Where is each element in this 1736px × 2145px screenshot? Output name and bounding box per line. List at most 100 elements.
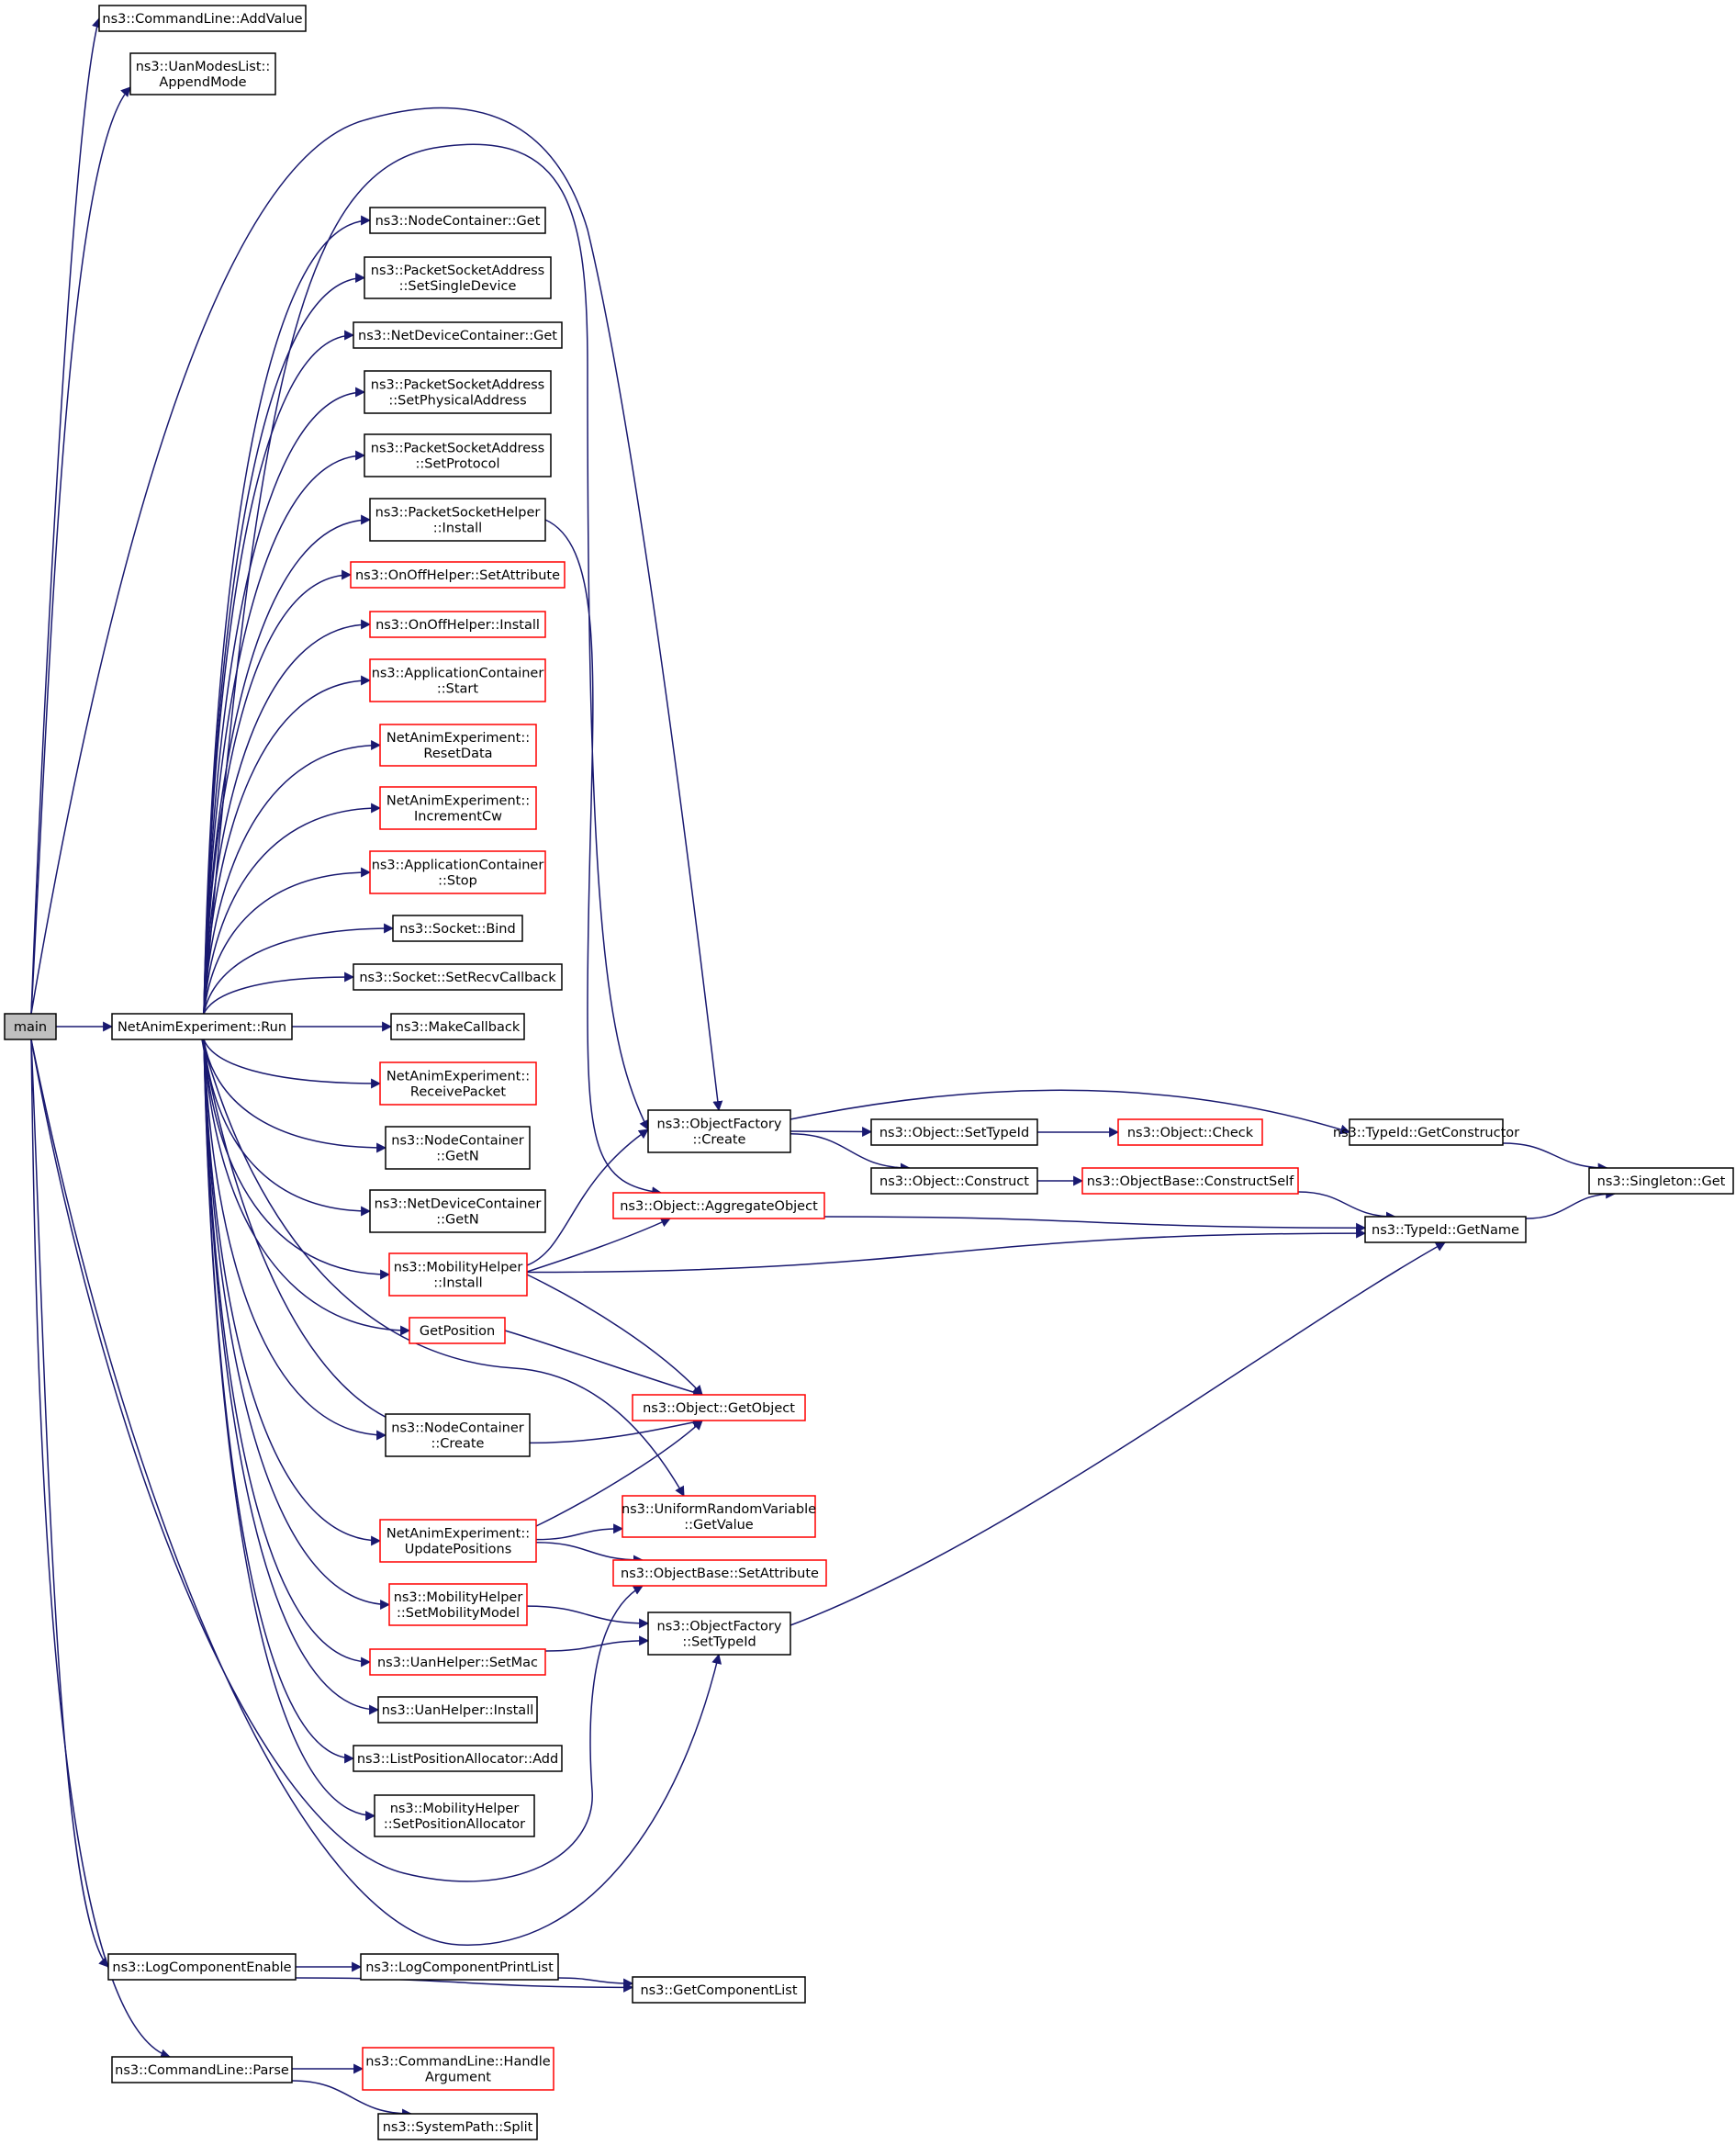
node-nc_get[interactable]: ns3::NodeContainer::Get: [369, 207, 546, 234]
node-socket_setrecvcallback[interactable]: ns3::Socket::SetRecvCallback: [353, 963, 563, 991]
node-nc_create[interactable]: ns3::NodeContainer::Create: [385, 1413, 531, 1457]
node-label-line: ns3::ApplicationContainer: [372, 667, 544, 681]
edge-nae_run-to-onoff_install: [203, 619, 372, 1015]
node-nae_incrementcw[interactable]: NetAnimExperiment::IncrementCw: [379, 786, 537, 830]
edge-arrow: [203, 803, 382, 1015]
node-label-line: ns3::CommandLine::Handle: [365, 2055, 550, 2070]
node-obj_aggregateobject[interactable]: ns3::Object::AggregateObject: [612, 1192, 825, 1219]
node-typeid_getname[interactable]: ns3::TypeId::GetName: [1364, 1216, 1527, 1243]
node-nae_updatepositions[interactable]: NetAnimExperiment::UpdatePositions: [379, 1519, 537, 1563]
node-main: main: [4, 1013, 57, 1040]
node-label-line: ::SetTypeId: [682, 1635, 756, 1650]
node-makecallback[interactable]: ns3::MakeCallback: [390, 1013, 525, 1040]
node-box: [353, 321, 563, 349]
node-label-line: ns3::MobilityHelper: [394, 1590, 523, 1605]
node-obj_getobject[interactable]: ns3::Object::GetObject: [632, 1394, 806, 1421]
node-psa_setsingledevice[interactable]: ns3::PacketSocketAddress::SetSingleDevic…: [364, 256, 552, 299]
edge-arrow: [203, 569, 353, 1015]
node-singleton_get[interactable]: ns3::Singleton::Get: [1588, 1167, 1734, 1195]
edge-main-to-of_settypeid: [30, 1039, 722, 1946]
edge-arrow: [526, 1218, 671, 1273]
node-psa_setphysicaladdress[interactable]: ns3::PacketSocketAddress::SetPhysicalAdd…: [364, 370, 552, 414]
node-obj_construct[interactable]: ns3::Object::Construct: [870, 1167, 1038, 1195]
edge-arrow: [203, 1039, 382, 1089]
edge-nae_run-to-appc_start: [203, 675, 372, 1015]
edge-of_create-to-typeid_getconstructor: [790, 1089, 1351, 1135]
edge-arrow: [203, 387, 366, 1015]
node-nae_run[interactable]: NetAnimExperiment::Run: [111, 1013, 293, 1040]
node-label-line: ns3::Socket::SetRecvCallback: [359, 971, 556, 985]
node-getposition[interactable]: GetPosition: [409, 1317, 506, 1344]
node-logcomponentprintlist[interactable]: ns3::LogComponentPrintList: [360, 1953, 559, 1981]
node-box: [369, 498, 546, 542]
node-nae_resetdata[interactable]: NetAnimExperiment::ResetData: [379, 724, 537, 767]
edge-arrow: [535, 1523, 624, 1541]
node-box: [379, 786, 537, 830]
node-obj_settypeid[interactable]: ns3::Object::SetTypeId: [870, 1118, 1038, 1146]
edge-nae_run-to-appc_stop: [203, 867, 372, 1015]
node-onoff_setattribute[interactable]: ns3::OnOffHelper::SetAttribute: [350, 561, 566, 589]
edge-nae_run-to-socket_bind: [203, 923, 395, 1015]
edge-mh_setmobilitymodel-to-of_settypeid: [526, 1605, 650, 1629]
node-of_create[interactable]: ns3::ObjectFactory::Create: [647, 1109, 791, 1153]
node-ob_constructself[interactable]: ns3::ObjectBase::ConstructSelf: [1081, 1167, 1299, 1195]
node-label-line: ::SetMobilityModel: [397, 1606, 520, 1621]
node-nae_receivepacket[interactable]: NetAnimExperiment::ReceivePacket: [379, 1061, 537, 1106]
node-label-line: NetAnimExperiment::: [386, 731, 530, 746]
edge-arrow: [535, 1420, 703, 1527]
node-of_settypeid[interactable]: ns3::ObjectFactory::SetTypeId: [647, 1612, 791, 1656]
node-ndc_get[interactable]: ns3::NetDeviceContainer::Get: [353, 321, 563, 349]
node-label-line: ns3::UanHelper::Install: [382, 1703, 534, 1718]
edge-arrow: [203, 971, 355, 1015]
node-logcomponentenable[interactable]: ns3::LogComponentEnable: [107, 1953, 297, 1981]
node-label-line: ns3::SystemPath::Split: [383, 2120, 533, 2135]
node-socket_bind[interactable]: ns3::Socket::Bind: [392, 915, 523, 942]
node-box: [647, 1109, 791, 1153]
edge-arrow: [203, 1039, 411, 1336]
node-mh_setmobilitymodel[interactable]: ns3::MobilityHelper::SetMobilityModel: [388, 1583, 528, 1626]
edge-arrow: [526, 1129, 649, 1266]
node-typeid_getconstructor[interactable]: ns3::TypeId::GetConstructor: [1333, 1118, 1519, 1146]
node-box: [369, 207, 546, 234]
node-psa_setprotocol[interactable]: ns3::PacketSocketAddress::SetProtocol: [364, 433, 552, 477]
edge-uan_setmac-to-of_settypeid: [544, 1635, 650, 1652]
node-box: [369, 1189, 546, 1233]
node-label-line: ns3::Socket::Bind: [399, 922, 515, 937]
node-mh_setpositionallocator[interactable]: ns3::MobilityHelper::SetPositionAllocato…: [374, 1794, 535, 1837]
node-box: [4, 1013, 57, 1040]
node-ndc_getn[interactable]: ns3::NetDeviceContainer::GetN: [369, 1189, 546, 1233]
edge-main-to-appendmode: [30, 86, 131, 1015]
node-nc_getn[interactable]: ns3::NodeContainer::GetN: [385, 1126, 531, 1170]
edge-getposition-to-obj_getobject: [504, 1330, 704, 1398]
edge-arrow: [203, 1039, 391, 1280]
node-label-line: ns3::LogComponentPrintList: [365, 1960, 554, 1975]
node-cl_parse[interactable]: ns3::CommandLine::Parse: [111, 2056, 293, 2083]
node-lpa_add[interactable]: ns3::ListPositionAllocator::Add: [353, 1745, 563, 1772]
node-uan_install[interactable]: ns3::UanHelper::Install: [377, 1696, 538, 1724]
node-appc_start[interactable]: ns3::ApplicationContainer::Start: [369, 658, 546, 702]
node-uan_setmac[interactable]: ns3::UanHelper::SetMac: [369, 1648, 546, 1676]
node-box: [1349, 1118, 1504, 1146]
node-obj_check[interactable]: ns3::Object::Check: [1117, 1118, 1263, 1146]
edge-arrow: [30, 1039, 172, 2060]
node-addvalue[interactable]: ns3::CommandLine::AddValue: [98, 5, 307, 32]
node-onoff_install[interactable]: ns3::OnOffHelper::Install: [369, 611, 546, 638]
node-mh_install[interactable]: ns3::MobilityHelper::Install: [388, 1252, 528, 1297]
edge-nae_updatepositions-to-obj_getobject: [535, 1420, 703, 1527]
node-label-line: ns3::Object::Check: [1127, 1126, 1254, 1140]
node-label-line: ns3::PacketSocketAddress: [371, 264, 544, 278]
node-label-line: ::SetPositionAllocator: [384, 1817, 525, 1832]
node-urv_getvalue[interactable]: ns3::UniformRandomVariable::GetValue: [622, 1495, 816, 1538]
node-getcomponentlist[interactable]: ns3::GetComponentList: [632, 1976, 806, 2004]
node-appendmode[interactable]: ns3::UanModesList::AppendMode: [129, 52, 276, 95]
node-appc_stop[interactable]: ns3::ApplicationContainer::Stop: [369, 850, 546, 894]
edge-obj_aggregateobject-to-typeid_getname: [823, 1216, 1367, 1233]
node-ob_setattribute[interactable]: ns3::ObjectBase::SetAttribute: [612, 1559, 827, 1587]
node-box: [360, 1953, 559, 1981]
node-psh_install[interactable]: ns3::PacketSocketHelper::Install: [369, 498, 546, 542]
node-box: [390, 1013, 525, 1040]
node-systempath_split[interactable]: ns3::SystemPath::Split: [377, 2113, 538, 2140]
edge-arrow: [203, 1039, 391, 1610]
node-label-line: ns3::Object::GetObject: [643, 1401, 795, 1416]
